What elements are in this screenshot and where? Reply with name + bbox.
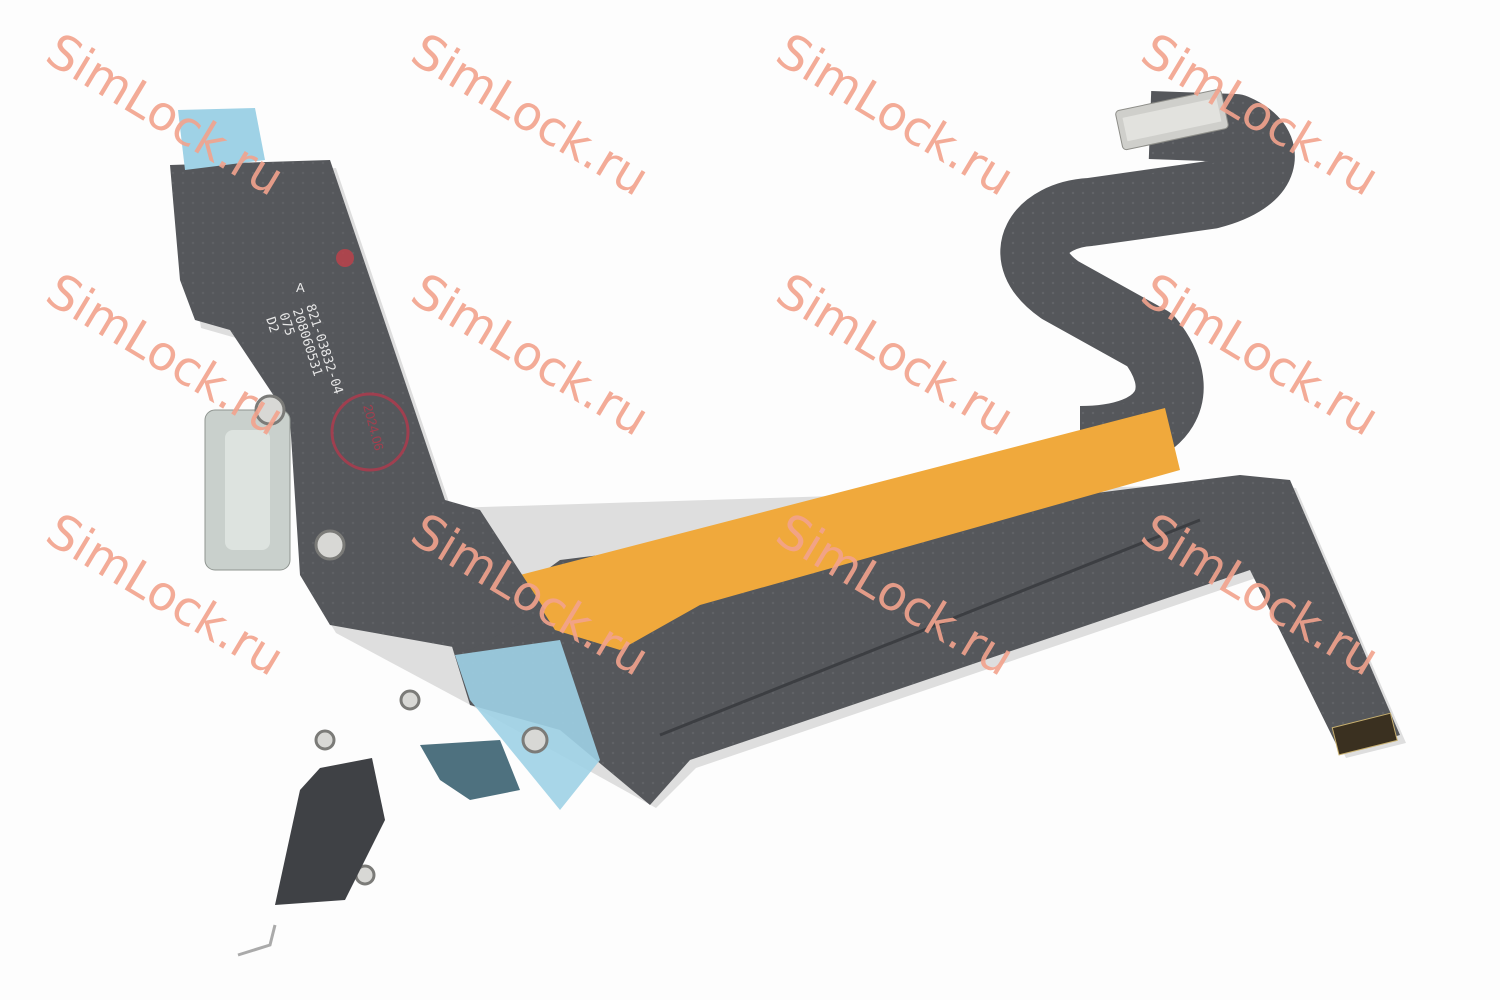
- detached-antenna-bracket: [275, 758, 385, 905]
- flex-slit: [659, 518, 1201, 737]
- port-board-texture: [170, 160, 545, 650]
- bracket-wire: [237, 924, 277, 957]
- red-marker-dot: [336, 249, 354, 267]
- screw-brackets: [254, 394, 549, 886]
- label-rev-letter: A: [296, 280, 305, 295]
- blue-tape-top: [178, 108, 265, 170]
- detached-clip: [420, 740, 520, 800]
- blue-tape-bottom: [455, 640, 600, 810]
- orange-stiffener: [520, 408, 1180, 650]
- top-board-connector: [1115, 89, 1229, 151]
- bottom-board-connector: [1331, 712, 1398, 756]
- qc-stamp-circle: [330, 392, 410, 472]
- usb-c-port: [204, 409, 291, 571]
